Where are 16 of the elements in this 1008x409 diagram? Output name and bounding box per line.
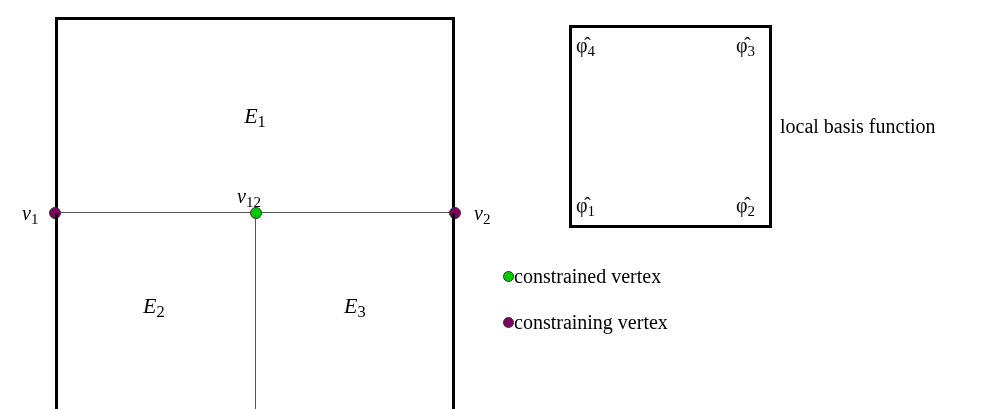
element-label: E$_{1}$ <box>244 103 266 129</box>
legend-text: constrained vertex <box>514 264 662 288</box>
element-label: E$_{2}$ <box>143 293 165 319</box>
legend-text: constraining vertex <box>514 310 668 334</box>
reference-square <box>569 25 772 228</box>
vertex-label: v$_{1}$ <box>22 201 39 226</box>
vertex-label: v$_{2}$ <box>474 201 491 226</box>
mesh-element <box>55 17 455 213</box>
node-label: local basis function <box>780 114 936 139</box>
mesh-element <box>55 213 256 409</box>
basis-function-label: φ̂$_{1}$ <box>576 193 596 218</box>
basis-function-label: φ̂$_{3}$ <box>736 33 756 58</box>
basis-function-label: φ̂$_{4}$ <box>576 33 596 58</box>
basis-function-label: φ̂$_{2}$ <box>736 193 756 218</box>
element-label: E$_{3}$ <box>344 293 366 319</box>
vertex-label: v$_{12}$ <box>237 184 261 209</box>
